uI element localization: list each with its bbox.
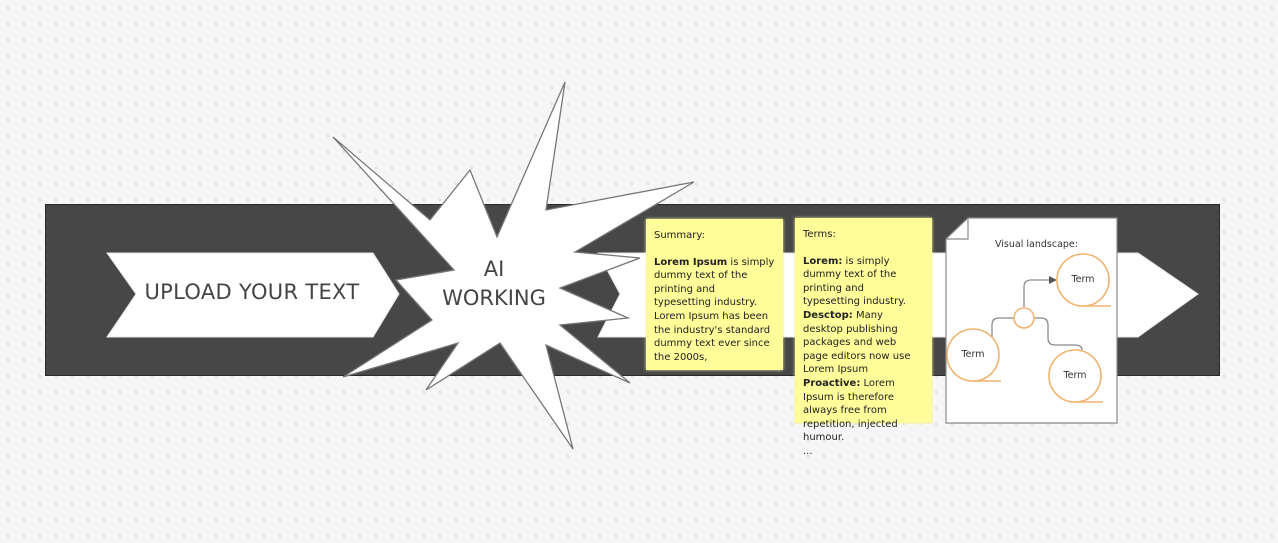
connector-left — [991, 317, 1014, 345]
hub-node[interactable] — [1013, 307, 1035, 329]
upload-label: UPLOAD YOUR TEXT — [144, 280, 360, 304]
term-label-bottom: Term — [1063, 370, 1087, 381]
summary-heading: Summary: — [654, 230, 705, 241]
term-entry: Lorem: is simply dummy text of the print… — [803, 255, 924, 309]
term-entry: Proactive: Lorem Ipsum is therefore alwa… — [803, 377, 924, 445]
ai-working-line2: WORKING — [442, 286, 546, 310]
term-entry: Desctop: Many desktop publishing package… — [803, 309, 924, 377]
summary-lead: Lorem Ipsum — [654, 256, 728, 268]
ai-burst-shape[interactable] — [332, 81, 695, 450]
term-label-left: Term — [961, 349, 985, 360]
connector-down — [1034, 317, 1083, 351]
upload-arrow[interactable] — [106, 252, 400, 338]
term-entry-name: Desctop: — [803, 309, 853, 321]
summary-text: Lorem Ipsum is simply dummy text of the … — [654, 257, 774, 363]
term-entry-text: Many desktop publishing packages and web… — [803, 309, 911, 376]
term-entry-name: Lorem: — [803, 255, 843, 267]
ai-working-line1: AI — [483, 257, 505, 281]
term-entry-name: Proactive: — [803, 377, 861, 389]
term-label-top: Term — [1071, 274, 1095, 285]
card-fold-corner — [946, 218, 969, 240]
term-entry-text: is simply dummy text of the printing and… — [803, 255, 906, 308]
ai-working-label: AI WORKING — [430, 255, 558, 313]
terms-ellipsis: ... — [803, 445, 813, 457]
terms-heading: Terms: — [803, 229, 836, 240]
term-entry-text: Lorem Ipsum is therefore always free fro… — [803, 377, 898, 444]
summary-sticky-note[interactable]: Summary: Lorem Ipsum is simply dummy tex… — [646, 219, 783, 370]
terms-sticky-note[interactable]: Terms: Lorem: is simply dummy text of th… — [795, 218, 932, 457]
connector-up — [1023, 279, 1052, 307]
visual-landscape-title: Visual landscape: — [995, 239, 1078, 250]
connector-arrowhead — [1049, 276, 1057, 284]
summary-body: is simply dummy text of the printing and… — [654, 256, 775, 363]
